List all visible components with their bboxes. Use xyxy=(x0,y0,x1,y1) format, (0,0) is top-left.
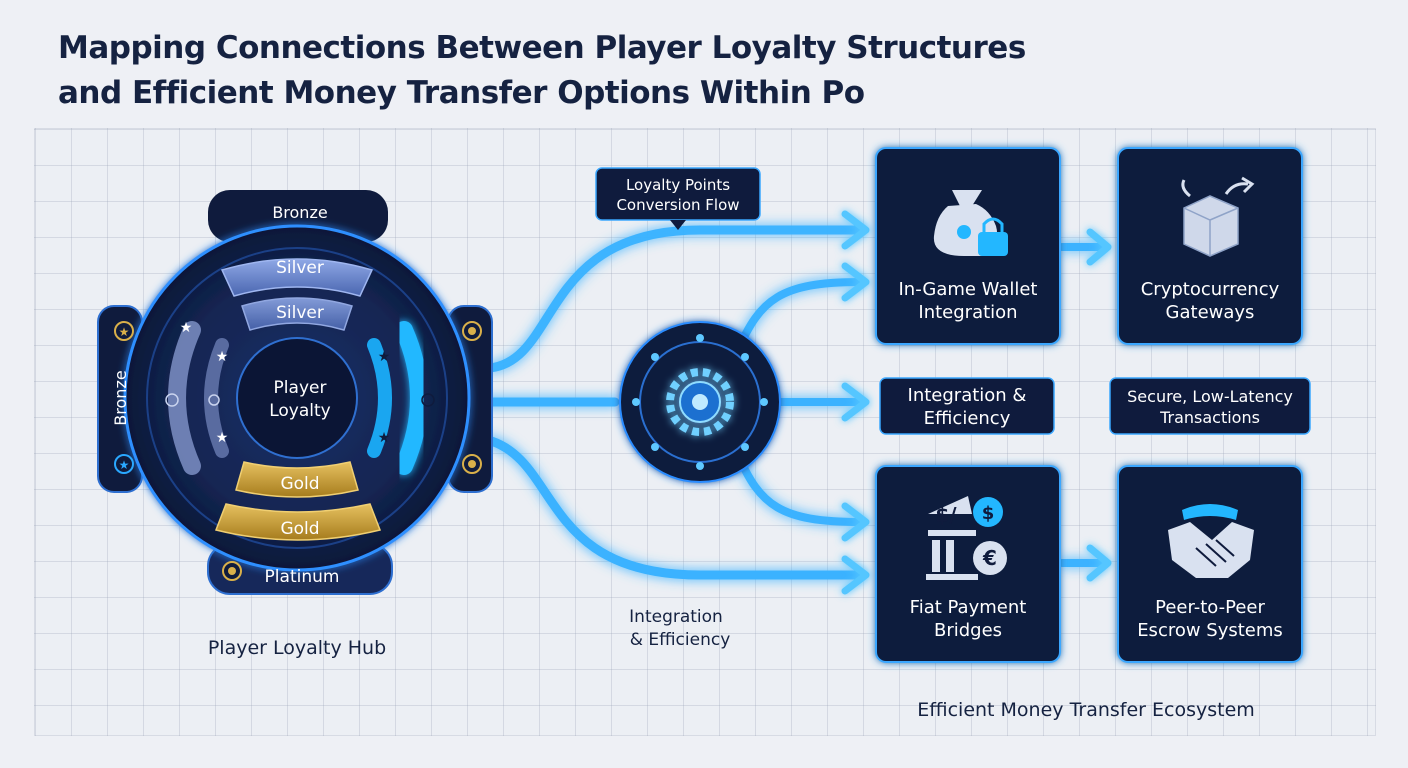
svg-text:$/: $/ xyxy=(935,503,957,527)
star-icon: ★ ★ ★ ★ ★ xyxy=(180,320,391,446)
secure-line-1: Secure, Low-Latency xyxy=(1127,387,1293,406)
conversion-callout: Loyalty Points Conversion Flow xyxy=(595,167,761,230)
page-title: Mapping Connections Between Player Loyal… xyxy=(58,26,1158,116)
callout-line-2: Conversion Flow xyxy=(616,196,739,214)
tier-bottom-label: Platinum xyxy=(265,567,340,587)
title-line-1: Mapping Connections Between Player Loyal… xyxy=(58,30,1026,66)
arrow-hub-to-fiat xyxy=(483,435,865,580)
tier-silver-inner-label: Silver xyxy=(276,303,324,323)
node-fiat: $/ $ € Fiat Payment Bridges xyxy=(875,465,1061,663)
svg-text:★: ★ xyxy=(216,430,229,446)
fiat-line-1: Fiat Payment xyxy=(910,597,1027,618)
fiat-line-2: Bridges xyxy=(934,620,1002,641)
crypto-line-2: Gateways xyxy=(1166,302,1255,323)
hub-ring xyxy=(146,247,448,549)
silver-band-outer xyxy=(220,258,374,297)
svg-text:★: ★ xyxy=(216,349,229,365)
integration-efficiency-caption-2: & Efficiency xyxy=(630,630,731,650)
integration-efficiency-caption-1: Integration xyxy=(629,607,723,627)
svg-text:★: ★ xyxy=(378,349,391,365)
node-crypto: Cryptocurrency Gateways xyxy=(1117,147,1303,345)
title-line-2: and Efficient Money Transfer Options Wit… xyxy=(58,75,865,111)
node-escrow: Peer-to-Peer Escrow Systems xyxy=(1117,465,1303,663)
ecosystem-caption: Efficient Money Transfer Ecosystem xyxy=(917,699,1255,721)
gold-band-inner xyxy=(235,461,359,498)
svg-text:★: ★ xyxy=(119,458,130,472)
svg-text:$: $ xyxy=(982,503,995,524)
crypto-line-1: Cryptocurrency xyxy=(1141,279,1280,300)
gear-icon xyxy=(666,368,734,436)
hub-center xyxy=(236,337,358,459)
gold-band-outer xyxy=(214,503,382,541)
arrow-heads xyxy=(841,210,1112,595)
middle-integration-line-1: Integration & xyxy=(908,385,1027,406)
tier-top-label: Bronze xyxy=(272,203,327,222)
label-integration-efficiency: Integration & Efficiency xyxy=(879,377,1055,435)
handshake-shield-icon xyxy=(1168,504,1254,578)
callout-line-1: Loyalty Points xyxy=(626,176,730,194)
svg-text:★: ★ xyxy=(378,430,391,446)
crypto-box-icon xyxy=(1181,176,1255,257)
hub-center-line-1: Player xyxy=(274,378,327,398)
svg-text:★: ★ xyxy=(180,320,193,336)
arrow-engine-to-wallet xyxy=(734,278,864,354)
svg-text:★: ★ xyxy=(119,325,130,339)
bank-currency-icon: $/ $ € xyxy=(926,496,1007,580)
wallet-line-2: Integration xyxy=(918,302,1017,323)
tier-gold-outer-label: Gold xyxy=(280,519,319,539)
hub-top-tab xyxy=(208,190,388,242)
coin-icon xyxy=(165,393,435,407)
loyalty-hub: ★ ★ ★ ★ ★ ★ ★ Bronze Silver xyxy=(97,190,493,659)
medal-icon: ★ ★ xyxy=(114,321,482,581)
svg-text:€: € xyxy=(982,546,997,570)
escrow-line-1: Peer-to-Peer xyxy=(1155,597,1265,618)
secure-line-2: Transactions xyxy=(1159,408,1260,427)
money-bag-lock-icon xyxy=(933,190,1008,256)
right-arc-outer xyxy=(395,321,428,475)
left-arc-inner xyxy=(204,338,229,458)
label-secure-transactions: Secure, Low-Latency Transactions xyxy=(1109,377,1311,435)
silver-band-inner xyxy=(241,297,353,331)
conversion-engine xyxy=(619,321,781,483)
arrow-engine-to-fiat xyxy=(734,451,864,526)
tier-gold-inner-label: Gold xyxy=(280,474,319,494)
escrow-line-2: Escrow Systems xyxy=(1137,620,1283,641)
tier-silver-outer-label: Silver xyxy=(276,258,324,278)
hub-center-line-2: Loyalty xyxy=(269,401,331,421)
right-arc-inner xyxy=(367,338,392,458)
wallet-line-1: In-Game Wallet xyxy=(899,279,1038,300)
tier-left-label: Bronze xyxy=(111,370,130,425)
hub-caption: Player Loyalty Hub xyxy=(208,637,386,659)
arrow-hub-to-wallet xyxy=(485,225,865,373)
node-wallet: In-Game Wallet Integration xyxy=(875,147,1061,345)
middle-integration-line-2: Efficiency xyxy=(924,408,1011,429)
